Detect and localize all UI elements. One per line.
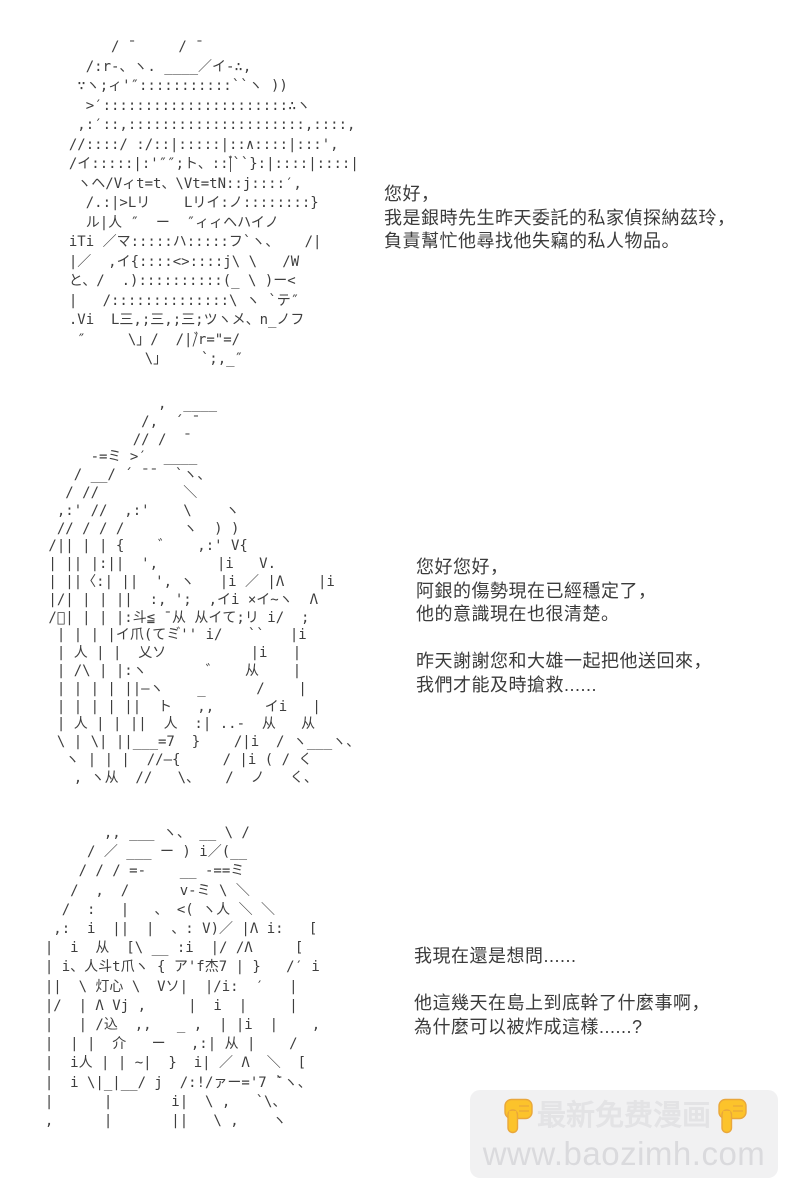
pointing-down-hand-icon <box>714 1098 748 1134</box>
dialogue-panel-1: 您好， 我是銀時先生昨天委託的私家偵探納茲玲， 負責幫忙他尋找他失竊的私人物品。 <box>384 184 736 251</box>
ascii-art-detective-figure: / ̄ / ̄ /:r-、ヽ. ____／イ-∴, ∵ヽ;ィ'″::::::::… <box>68 39 359 367</box>
dialogue-panel-3: 我現在還是想問...... 他這幾天在島上到底幹了什麼事啊， 為什麼可以被炸成這… <box>414 946 710 1037</box>
watermark-url: www.baozimh.com <box>482 1135 766 1172</box>
watermark-title-row: 最新免费漫画 <box>500 1098 748 1134</box>
watermark-title: 最新免费漫画 <box>536 1099 711 1132</box>
pointing-down-hand-icon <box>500 1098 534 1134</box>
ascii-art-long-haired-girl-figure: , ____ /, ´ ̄ // / ̄ -=ミ >′ ____ / __/ ´… <box>48 396 361 786</box>
watermark-banner: 最新免费漫画 www.baozimh.com <box>470 1090 778 1178</box>
dialogue-panel-2: 您好您好， 阿銀的傷勢現在已經穩定了， 他的意識現在也很清楚。 昨天謝謝您和大雄… <box>416 557 712 695</box>
ascii-art-girl-figure-bottom: ,, ___ ヽ、 __ \ / / ／ ___ ー ) i／(__ / / /… <box>44 825 321 1130</box>
